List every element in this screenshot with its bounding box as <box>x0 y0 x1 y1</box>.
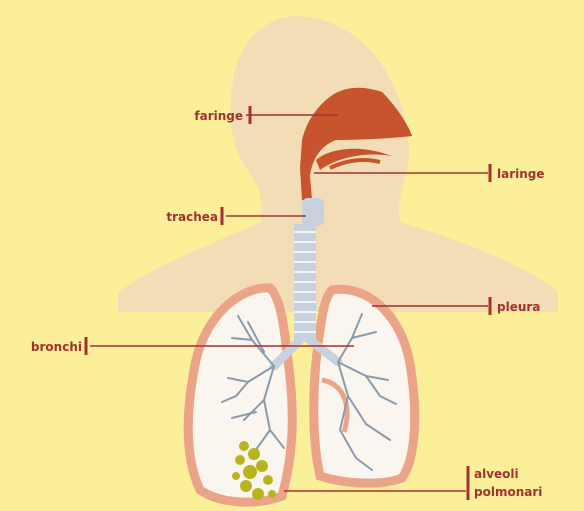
label-pleura: pleura <box>497 300 540 314</box>
label-alveoli-line1: alveoli <box>474 467 519 481</box>
label-alveoli-line2: polmonari <box>474 485 542 499</box>
larynx <box>302 198 324 226</box>
label-bronchi: bronchi <box>31 340 82 354</box>
label-trachea: trachea <box>166 210 218 224</box>
label-laringe: laringe <box>497 167 545 181</box>
label-faringe: faringe <box>194 109 243 123</box>
